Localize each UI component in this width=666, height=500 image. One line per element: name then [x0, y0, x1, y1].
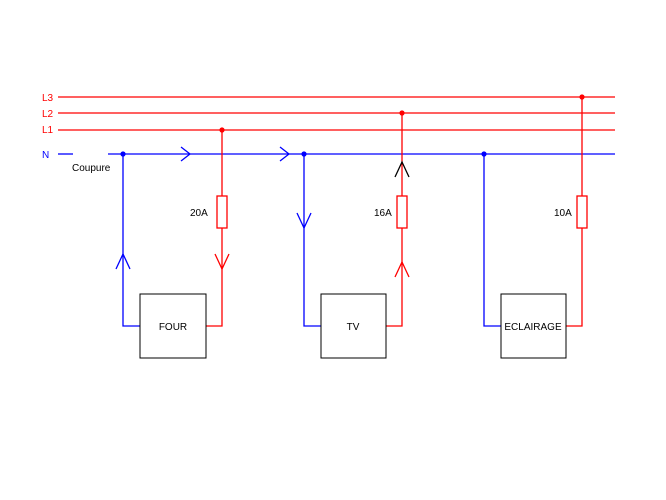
load-label-four: FOUR [159, 322, 187, 333]
arrow-up-icon [394, 160, 410, 178]
label-l3: L3 [42, 93, 54, 104]
fuse-tv [396, 195, 408, 229]
label-l2: L2 [42, 109, 54, 120]
fuse-label-tv: 16A [374, 208, 392, 219]
tv-phase-wire-bottom [386, 228, 403, 327]
fuse-four [216, 195, 228, 229]
fuse-label-eclairage: 10A [554, 208, 572, 219]
arrow-down-icon [296, 212, 312, 230]
arrow-down-icon [214, 253, 230, 271]
load-box-tv [320, 293, 387, 359]
fuse-eclairage [576, 195, 588, 229]
load-box-four [139, 293, 207, 359]
eclairage-neutral-wire [483, 154, 501, 327]
arrow-up-icon [394, 260, 410, 278]
eclairage-phase-wire-bottom [566, 228, 583, 327]
label-l1: L1 [42, 125, 54, 136]
load-box-eclairage [500, 293, 567, 359]
four-neutral-wire [122, 154, 140, 327]
arrow-up-icon [115, 252, 131, 270]
four-phase-wire-bottom [206, 228, 223, 327]
label-n: N [42, 150, 49, 161]
tv-neutral-wire [303, 154, 321, 327]
arrow-right-icon [180, 146, 192, 162]
arrow-right-icon [279, 146, 291, 162]
load-label-eclairage: ECLAIRAGE [504, 322, 562, 333]
fuse-label-four: 20A [190, 208, 208, 219]
cut-label: Coupure [72, 163, 111, 174]
load-label-tv: TV [347, 322, 360, 333]
